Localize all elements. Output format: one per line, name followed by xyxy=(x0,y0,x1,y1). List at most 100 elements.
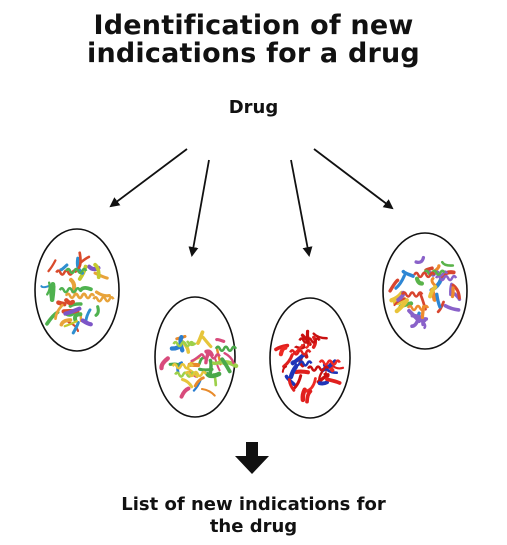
protein-ribbon-segment xyxy=(93,271,109,280)
protein-ribbon-segment xyxy=(287,378,296,392)
protein-ribbon-segment xyxy=(159,356,170,371)
protein-ribbon-segment xyxy=(292,374,303,390)
protein-ribbon-segment xyxy=(180,378,194,389)
protein-helix xyxy=(298,337,321,344)
protein-helix xyxy=(58,286,81,294)
protein-ribbon-segment xyxy=(59,263,69,272)
protein-ribbon-segment xyxy=(414,255,426,265)
target-ellipse-2 xyxy=(154,296,236,418)
protein-helix xyxy=(65,267,88,275)
protein-structure-4-icon xyxy=(388,255,462,330)
protein-ribbon-segment xyxy=(223,352,235,365)
protein-ribbon-segment xyxy=(68,302,83,308)
protein-ribbon-segment xyxy=(64,298,75,306)
protein-ribbon-segment xyxy=(410,316,421,328)
protein-ribbon-segment xyxy=(394,298,409,314)
protein-ribbon-segment xyxy=(213,356,221,372)
protein-ribbon-segment xyxy=(94,290,111,298)
protein-ribbon-segment xyxy=(294,369,310,375)
protein-helix xyxy=(423,269,446,276)
protein-ribbon-segment xyxy=(211,359,225,366)
protein-helix xyxy=(198,353,221,360)
protein-ribbon-segment xyxy=(443,304,461,312)
target-ellipse-3 xyxy=(269,297,351,419)
protein-helix xyxy=(171,363,194,370)
protein-ribbon-segment xyxy=(305,377,317,393)
protein-ribbon-segment xyxy=(291,343,304,356)
protein-ribbon-segment xyxy=(178,334,185,353)
protein-ribbon-segment xyxy=(300,387,307,403)
protein-ribbon-segment xyxy=(63,306,82,316)
protein-ribbon-segment xyxy=(205,371,222,379)
arrow-to-target-4 xyxy=(313,148,394,210)
diagram-title-line-2: indications for a drug xyxy=(87,38,420,69)
protein-ribbon-segment xyxy=(80,318,93,327)
protein-helix xyxy=(92,295,115,303)
protein-ribbon-segment xyxy=(317,380,329,386)
target-ellipse-4 xyxy=(382,232,468,350)
protein-helix xyxy=(406,304,430,312)
protein-ribbon-segment xyxy=(46,281,52,296)
drug-label: Drug xyxy=(228,97,279,118)
protein-ribbon-segment xyxy=(47,259,57,273)
protein-ribbon-segment xyxy=(49,282,56,303)
protein-helix xyxy=(318,359,341,366)
protein-ribbon-segment xyxy=(312,332,328,340)
protein-ribbon-segment xyxy=(450,286,455,299)
protein-ribbon-segment xyxy=(94,305,100,317)
protein-ribbon-segment xyxy=(208,358,213,376)
protein-ribbon-segment xyxy=(288,339,304,349)
protein-ribbon-segment xyxy=(54,303,64,321)
protein-ribbon-segment xyxy=(200,387,216,397)
protein-ribbon-segment xyxy=(56,300,67,307)
protein-ribbon-segment xyxy=(305,389,313,404)
diagram-title-line-1: Identification of new xyxy=(93,10,414,41)
protein-ribbon-segment xyxy=(282,353,294,369)
protein-ribbon-segment xyxy=(179,386,191,399)
protein-structure-3-icon xyxy=(274,329,345,404)
protein-ribbon-segment xyxy=(93,262,101,280)
protein-ribbon-segment xyxy=(72,312,83,322)
protein-ribbon-segment xyxy=(69,277,77,294)
protein-ribbon-segment xyxy=(435,292,442,309)
down-arrow-icon xyxy=(235,442,269,474)
protein-ribbon-segment xyxy=(430,277,437,287)
protein-ribbon-segment xyxy=(196,330,205,345)
protein-ribbon-segment xyxy=(288,364,299,380)
protein-ribbon-segment xyxy=(220,357,232,374)
protein-ribbon-segment xyxy=(449,282,453,297)
protein-helix xyxy=(413,271,436,279)
protein-helix xyxy=(214,345,238,353)
protein-helix xyxy=(184,370,207,378)
protein-ribbon-segment xyxy=(186,340,196,347)
protein-helix xyxy=(64,292,88,300)
protein-helix xyxy=(290,360,313,367)
arrow-to-target-1 xyxy=(109,148,188,208)
protein-helix xyxy=(401,291,424,298)
protein-ribbon-segment xyxy=(193,376,205,388)
protein-helix xyxy=(289,349,312,356)
protein-ribbon-segment xyxy=(59,318,73,327)
protein-ribbon-segment xyxy=(67,321,80,333)
protein-ribbon-segment xyxy=(278,345,288,357)
protein-helix xyxy=(172,340,195,348)
protein-ribbon-segment xyxy=(63,320,78,328)
protein-ribbon-segment xyxy=(201,335,213,349)
protein-ribbon-segment xyxy=(325,377,342,385)
protein-ribbon-segment xyxy=(388,278,400,293)
protein-structure-2-icon xyxy=(159,330,239,399)
protein-ribbon-segment xyxy=(77,251,82,270)
protein-helix xyxy=(320,347,343,355)
protein-ribbon-segment xyxy=(281,365,288,373)
protein-structure-1-icon xyxy=(40,251,115,335)
protein-ribbon-segment xyxy=(190,354,201,363)
arrow-to-target-3 xyxy=(290,159,313,257)
result-label-line-2: the drug xyxy=(209,516,298,537)
protein-ribbon-segment xyxy=(78,286,93,292)
protein-ribbon-segment xyxy=(71,320,80,335)
protein-ribbon-segment xyxy=(394,274,406,290)
protein-ribbon-segment xyxy=(441,260,455,267)
protein-ribbon-segment xyxy=(421,317,429,327)
result-label-line-1: List of new indications for xyxy=(121,494,386,515)
